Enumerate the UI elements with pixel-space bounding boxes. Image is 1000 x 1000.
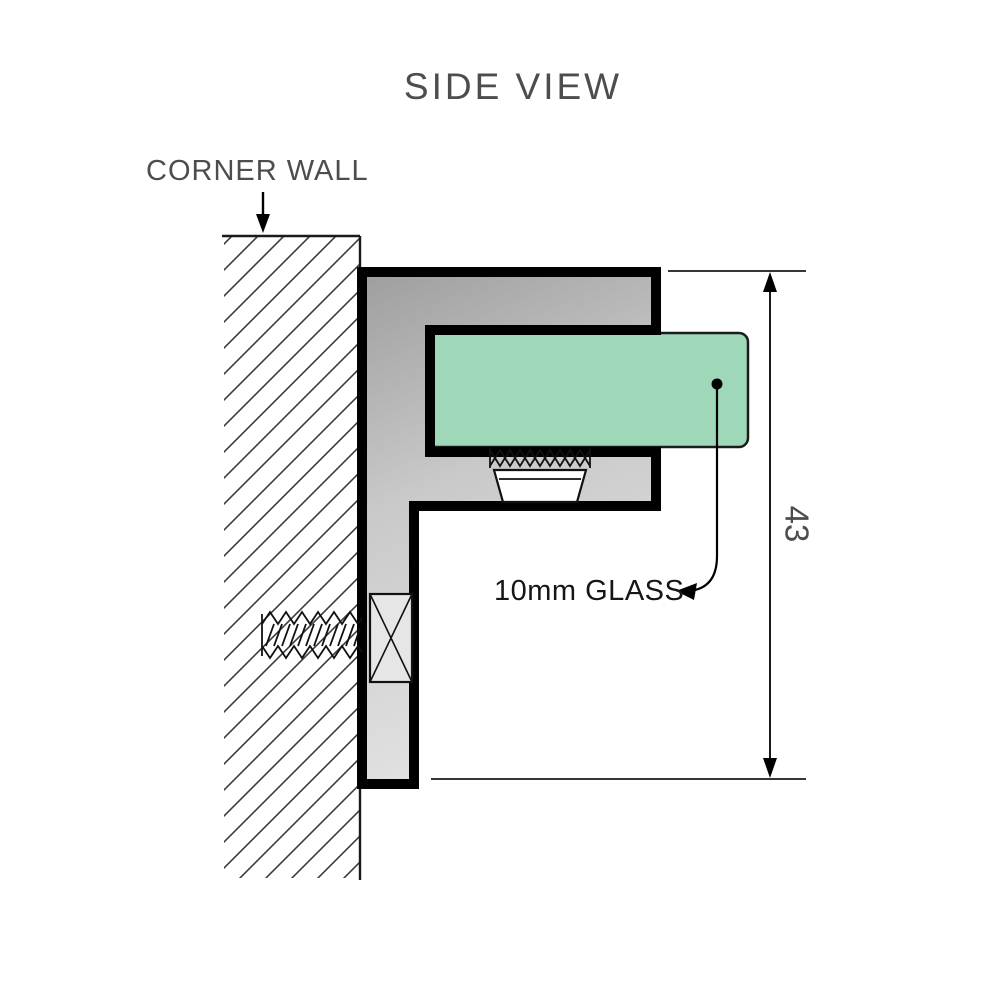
glass-leader-arrow-icon bbox=[676, 378, 723, 600]
glass-panel bbox=[424, 331, 750, 449]
height-dimension: 43 bbox=[431, 270, 816, 780]
diagram-title: SIDE VIEW bbox=[404, 66, 622, 107]
corner-wall-label: CORNER WALL bbox=[146, 155, 369, 187]
dimension-label: 43 bbox=[779, 506, 816, 543]
bracket-profile bbox=[357, 267, 661, 789]
dimension-arrow-up-icon bbox=[763, 272, 777, 292]
corner-wall-arrow-icon bbox=[256, 192, 270, 233]
wall-hatching bbox=[224, 237, 359, 878]
dimension-arrow-down-icon bbox=[763, 758, 777, 778]
grub-screw-gasket bbox=[489, 448, 591, 504]
glass-label: 10mm GLASS bbox=[494, 575, 684, 607]
wall-fixing-screw-icon bbox=[261, 592, 414, 684]
